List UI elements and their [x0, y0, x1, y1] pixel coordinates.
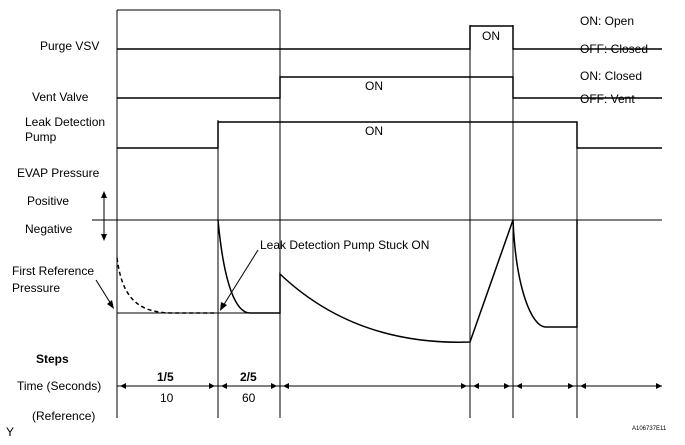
first-reference-label-line1: First Reference — [12, 264, 94, 278]
stuck-on-annotation: Leak Detection Pump Stuck ON — [260, 238, 429, 252]
dashed-pressure-curve — [116, 257, 216, 314]
purge-vsv-state-on: ON: Open — [580, 14, 634, 28]
corner-mark: Y — [6, 425, 14, 439]
step-boundaries — [116, 9, 578, 418]
vent-valve-label: Vent Valve — [32, 90, 89, 104]
pressure-direction-arrow — [101, 191, 107, 241]
steps-heading: Steps — [36, 352, 69, 366]
first-reference-label-line2: Pressure — [12, 281, 60, 295]
ldp-on-tag: ON — [365, 124, 383, 138]
purge-vsv-state-off: OFF: Closed — [580, 42, 648, 56]
purge-vsv-on-tag: ON — [482, 29, 500, 43]
step-1-time: 10 — [160, 391, 174, 405]
figure-id: A106737E11 — [632, 426, 667, 432]
evap-pressure-trace — [217, 219, 578, 343]
step-2-label: 2/5 — [240, 370, 257, 384]
first-reference-arrow — [95, 279, 114, 309]
vent-valve-state-on: ON: Closed — [580, 69, 642, 83]
ldp-signal — [117, 121, 662, 149]
step-1-label: 1/5 — [157, 370, 174, 384]
step-2-time: 60 — [242, 391, 256, 405]
ldp-label-line1: Leak Detection — [25, 115, 105, 129]
purge-vsv-signal — [117, 25, 662, 50]
vent-valve-signal — [117, 76, 662, 99]
time-label: Time (Seconds) — [17, 379, 101, 393]
negative-label: Negative — [25, 222, 73, 236]
vent-valve-state-off: OFF: Vent — [580, 92, 635, 106]
vent-valve-on-tag: ON — [365, 79, 383, 93]
purge-vsv-label: Purge VSV — [40, 39, 99, 53]
positive-label: Positive — [27, 194, 69, 208]
ldp-label-line2: Pump — [25, 130, 57, 144]
annotation-arrow — [220, 249, 259, 311]
time-axis — [117, 383, 662, 389]
evap-pressure-label: EVAP Pressure — [17, 166, 100, 180]
reference-label: (Reference) — [32, 409, 95, 423]
